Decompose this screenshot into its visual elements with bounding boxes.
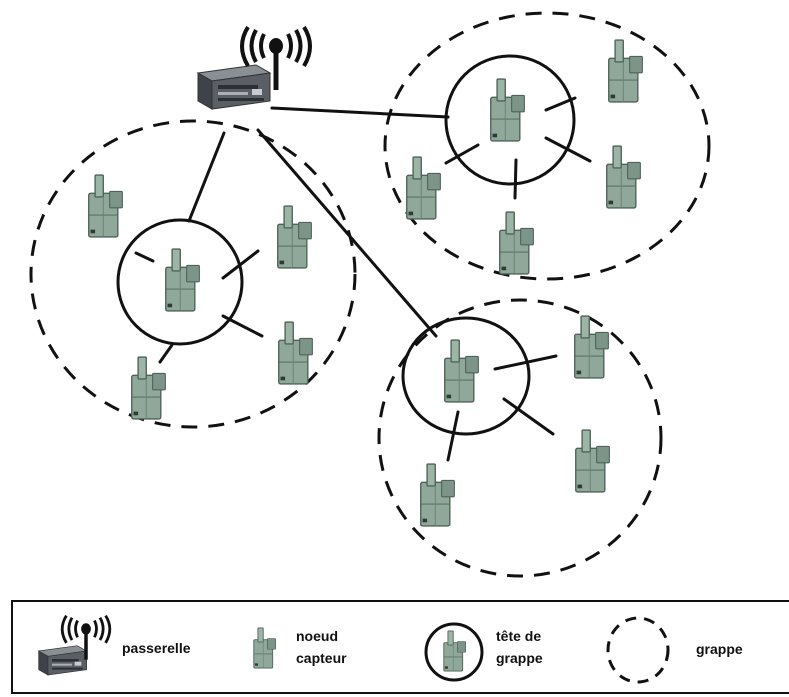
cluster-head-node-bottom-right	[443, 339, 480, 403]
link-gateway-ch-top-right	[270, 106, 450, 119]
gateway-icon	[197, 64, 271, 110]
cluster-boundary-left	[29, 119, 357, 429]
cluster-head-ring-top-right	[444, 54, 576, 186]
legend: passerelle noeud capteur tête de grappe …	[11, 600, 789, 694]
sensor-node	[605, 145, 642, 209]
sensor-node	[276, 205, 313, 269]
legend-gateway-label: passerelle	[122, 640, 191, 656]
link-ch-left-sensor-1	[134, 251, 155, 263]
link-ch-left-sensor-2	[221, 249, 260, 280]
sensor-node	[498, 211, 535, 275]
cluster-head-icon-ring	[424, 622, 484, 682]
sensor-node	[277, 321, 314, 385]
legend-sensor-label-2: capteur	[296, 650, 347, 666]
sensor-node	[130, 356, 167, 420]
link-gateway-ch-bottom-right	[256, 128, 438, 338]
cluster-head-node-top-right	[489, 78, 526, 142]
gateway-icon	[38, 645, 88, 676]
link-ch-br-sensor-3	[446, 410, 460, 462]
link-ch-tr-sensor-2	[544, 136, 592, 163]
link-ch-br-sensor-1	[493, 354, 558, 371]
sensor-node	[419, 463, 456, 527]
legend-box	[11, 600, 789, 694]
sensor-node	[574, 429, 611, 493]
sensor-node	[405, 156, 442, 220]
cluster-icon	[606, 616, 670, 684]
link-ch-tr-sensor-4	[513, 158, 518, 200]
legend-cluster-label: grappe	[696, 641, 743, 657]
cluster-boundary-top-right	[383, 11, 711, 281]
legend-clusterhead-label-2: grappe	[496, 650, 543, 666]
cluster-head-ring-bottom-right	[401, 316, 531, 436]
link-ch-br-sensor-2	[502, 397, 555, 436]
link-ch-tr-sensor-3	[444, 143, 480, 165]
link-ch-left-sensor-4	[158, 343, 174, 364]
link-ch-tr-sensor-1	[544, 96, 577, 112]
cluster-head-node-left	[164, 248, 201, 312]
link-ch-left-sensor-3	[221, 314, 264, 338]
link-gateway-ch-left	[187, 131, 226, 223]
legend-clusterhead-label-1: tête de	[496, 628, 541, 644]
sensor-node	[87, 174, 124, 238]
sensor-node	[607, 39, 644, 103]
cluster-head-ring-left	[116, 218, 244, 346]
cluster-boundary-bottom-right	[377, 298, 663, 578]
legend-sensor-label-1: noeud	[296, 628, 338, 644]
sensor-node	[573, 315, 610, 379]
